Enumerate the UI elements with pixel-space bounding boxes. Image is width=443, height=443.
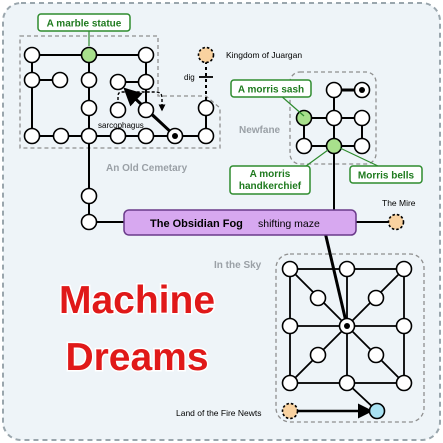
room-node[interactable] [338, 374, 356, 392]
room-node[interactable] [51, 71, 69, 89]
fog-note: shifting maze [258, 218, 320, 230]
region-label-newfane: Newfane [239, 125, 281, 136]
room-node[interactable] [281, 374, 299, 392]
room-node[interactable] [395, 260, 413, 278]
room-node[interactable] [295, 137, 313, 155]
room-node[interactable] [137, 46, 155, 64]
region-sky-boundary [275, 253, 425, 423]
room-node[interactable] [109, 73, 127, 91]
bells-label: Morris bells [358, 171, 415, 182]
room-node[interactable] [80, 127, 98, 145]
statue-callout[interactable] [37, 13, 131, 32]
room-node[interactable] [109, 101, 127, 119]
room-node[interactable] [80, 99, 98, 117]
destination-node[interactable] [368, 402, 386, 420]
room-node[interactable] [309, 289, 327, 307]
item-room-node[interactable] [325, 137, 343, 155]
exit-node[interactable] [197, 46, 215, 64]
room-node[interactable] [80, 213, 98, 231]
room-node[interactable] [325, 109, 343, 127]
teleport-node-center [359, 87, 365, 93]
teleport-node-center [172, 133, 178, 139]
region-label-cemetery: An Old Cemetary [106, 163, 188, 174]
room-node[interactable] [197, 99, 215, 117]
room-node[interactable] [23, 127, 41, 145]
fog-to-sky-drop [323, 231, 349, 327]
room-node[interactable] [367, 289, 385, 307]
region-label-sky: In the Sky [214, 260, 262, 271]
room-node[interactable] [137, 73, 155, 91]
room-node[interactable] [80, 71, 98, 89]
exit-label-juargan: Kingdom of Juargan [226, 50, 302, 60]
obsidian-fog-zone[interactable] [123, 209, 357, 236]
room-node[interactable] [52, 127, 70, 145]
room-node[interactable] [80, 187, 98, 205]
exit-node[interactable] [387, 213, 405, 231]
room-node[interactable] [367, 346, 385, 364]
room-node[interactable] [281, 260, 299, 278]
room-node[interactable] [197, 127, 215, 145]
item-room-node[interactable] [295, 109, 313, 127]
teleport-node-center [344, 323, 350, 329]
room-node[interactable] [395, 374, 413, 392]
dig-annotation: dig [184, 73, 195, 82]
bells-callout[interactable] [349, 165, 423, 184]
room-node[interactable] [137, 127, 155, 145]
fog-name: The Obsidian Fog [150, 218, 243, 230]
region-cemetery-boundary [19, 35, 221, 149]
room-node[interactable] [137, 101, 155, 119]
sarcophagus-annotation: sarcophagus [98, 121, 144, 130]
room-node[interactable] [23, 46, 41, 64]
handkerchief-callout[interactable] [229, 165, 311, 195]
callout-leaders [88, 30, 379, 167]
handkerchief-label-line2: handkerchief [239, 181, 302, 192]
room-node[interactable] [353, 137, 371, 155]
room-node[interactable] [353, 109, 371, 127]
sash-callout[interactable] [230, 79, 312, 98]
item-room-node[interactable] [80, 46, 98, 64]
exit-label-mire: The Mire [382, 198, 416, 208]
exit-node[interactable] [281, 402, 299, 420]
title-line-1: Machine [59, 279, 215, 322]
statue-label: A marble statue [47, 19, 122, 30]
room-node[interactable] [23, 71, 41, 89]
title-line-2: Dreams [65, 336, 208, 379]
handkerchief-label-line1: A morris [250, 169, 291, 180]
exit-label-fire-newts: Land of the Fire Newts [176, 408, 262, 418]
room-nodes [23, 46, 413, 420]
room-node[interactable] [309, 346, 327, 364]
room-node[interactable] [338, 260, 356, 278]
room-node[interactable] [281, 317, 299, 335]
room-node[interactable] [109, 127, 127, 145]
sash-label: A morris sash [238, 85, 304, 96]
room-node[interactable] [395, 317, 413, 335]
room-node[interactable] [325, 81, 343, 99]
